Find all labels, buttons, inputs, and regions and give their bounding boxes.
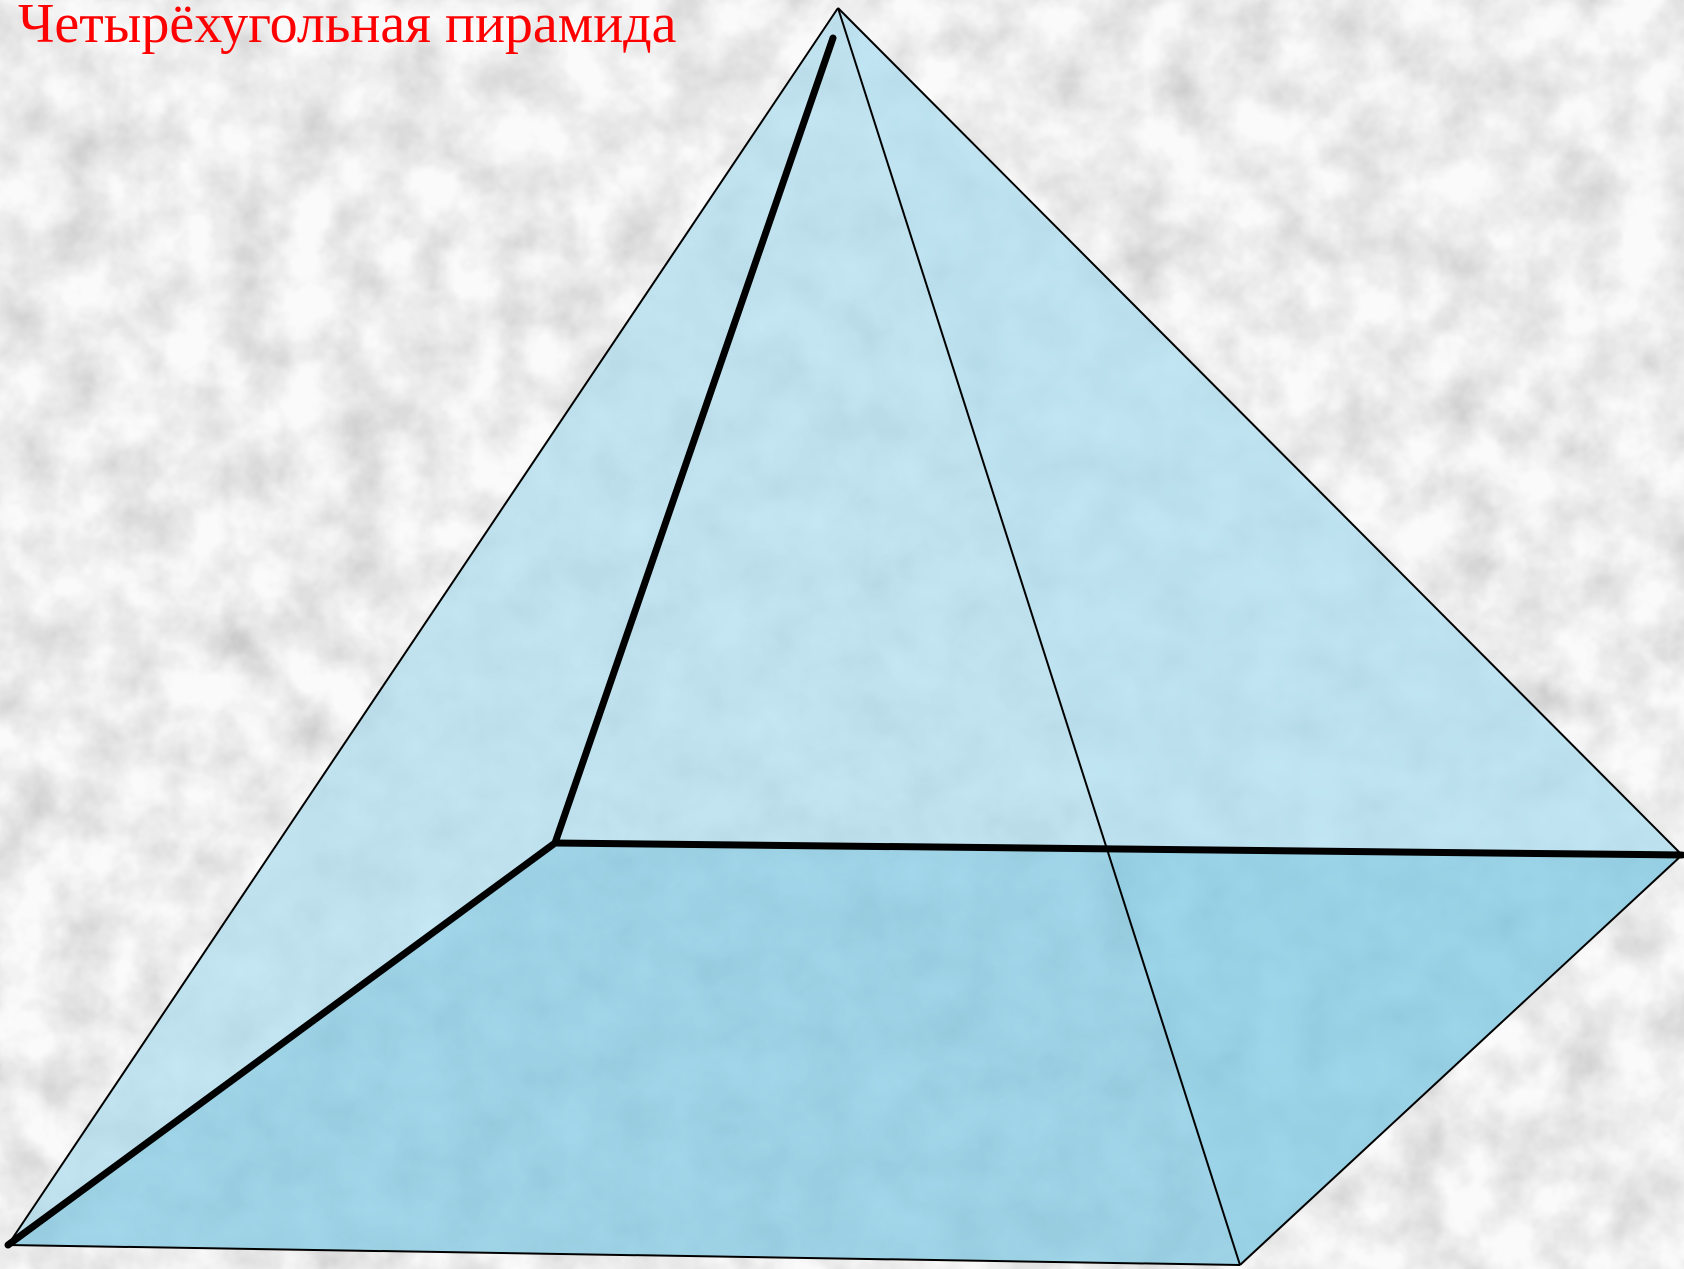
slide-title: Четырёхугольная пирамида [18,0,677,55]
thin-edges [7,7,1683,1266]
edge-apex-back-right [837,7,1683,856]
edge-front [7,1244,1241,1266]
bold-edges [4,34,1684,1249]
edge-back-left-front-left [4,839,559,1249]
edge-apex-front-right [837,7,1241,1266]
edge-apex-front-left [7,7,839,1246]
pyramid-texture [8,8,1682,1265]
edge-apex-back-left [551,34,837,847]
edge-back-left-back-right [551,839,1684,859]
edge-right [1239,854,1683,1266]
